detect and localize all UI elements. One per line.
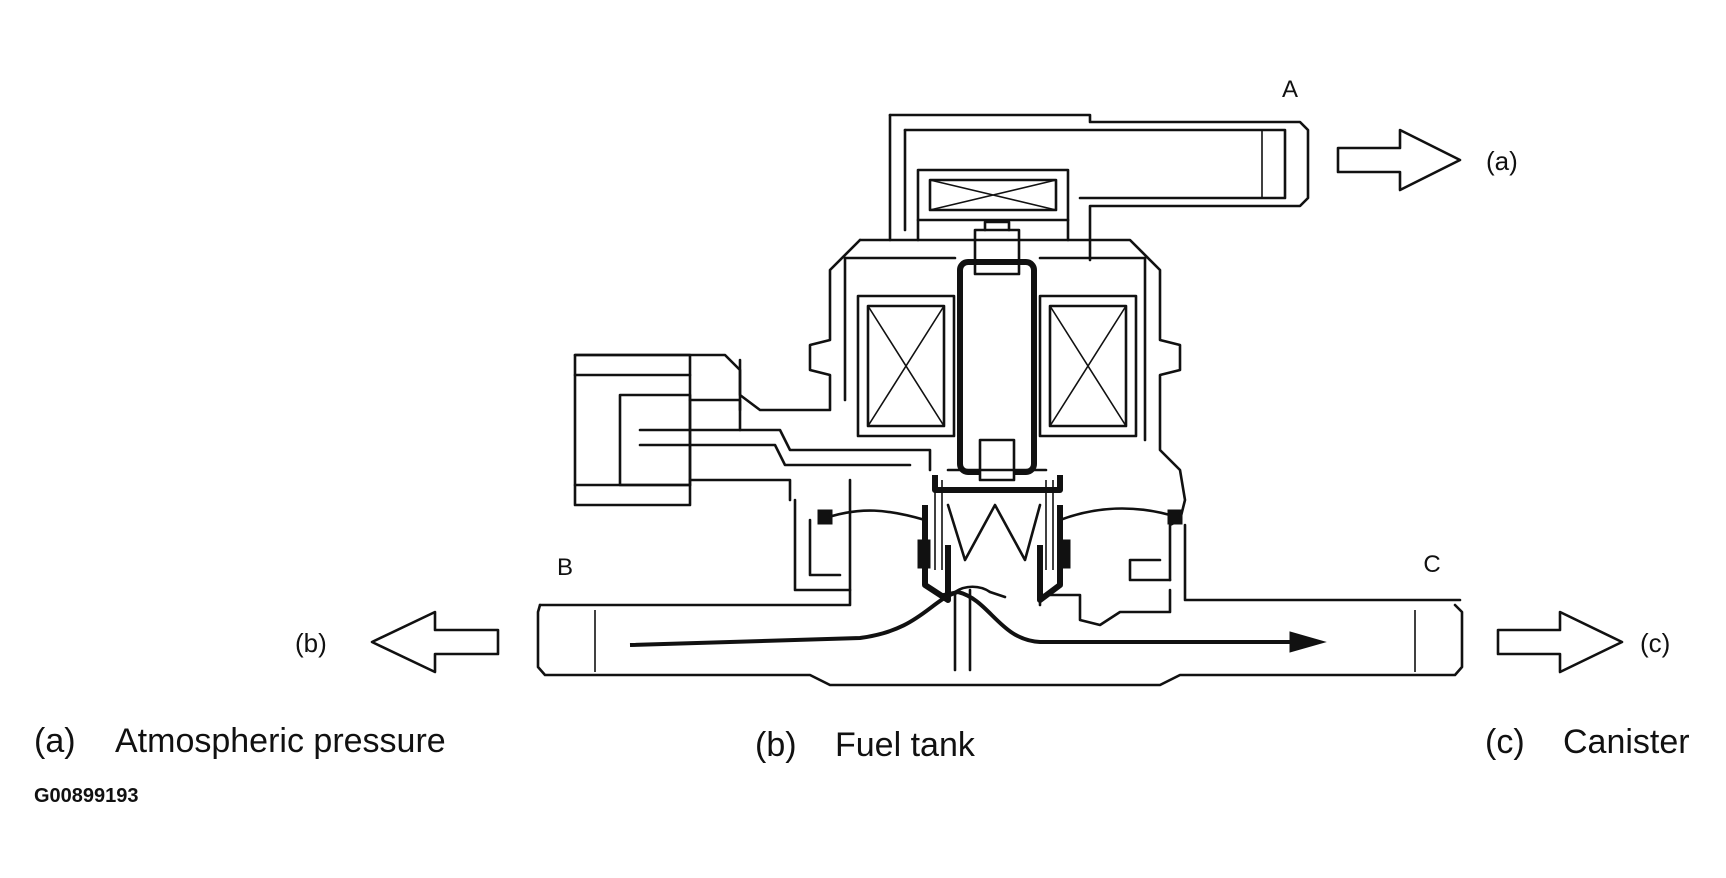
legend-key-c: (c) — [1485, 723, 1525, 761]
internal-flow-arrow — [629, 590, 1327, 653]
flow-arrow-c — [1496, 610, 1624, 674]
flow-label-c: (c) — [1640, 628, 1670, 658]
port-label-b: B — [557, 554, 573, 581]
lower-chamber — [538, 478, 1462, 627]
legend-key-a: (a) — [34, 722, 76, 760]
flow-label-a: (a) — [1486, 146, 1518, 176]
valve-body — [536, 113, 1464, 687]
port-label-a: A — [1282, 76, 1298, 103]
legend-label-b: Fuel tank — [835, 726, 976, 764]
legend-key-b: (b) — [755, 726, 797, 764]
legend-label-a: Atmospheric pressure — [115, 722, 446, 760]
plunger — [932, 220, 1063, 493]
flow-pipe — [536, 588, 1464, 687]
flow-arrow-a — [1336, 128, 1462, 192]
port-label-c: C — [1423, 551, 1440, 578]
flow-arrow-b — [370, 610, 500, 674]
port-a-pipe — [888, 113, 1310, 262]
diaphragm — [817, 480, 1183, 603]
legend-label-c: Canister — [1563, 723, 1690, 761]
main-coil-right — [1038, 294, 1138, 438]
figure-code: G00899193 — [34, 785, 139, 807]
legend: (a) Atmospheric pressure (b) Fuel tank (… — [34, 722, 1690, 764]
electrical-connector — [573, 353, 932, 507]
upper-coil — [916, 168, 1070, 242]
main-coil-left — [856, 294, 956, 438]
flow-label-b: (b) — [295, 628, 327, 658]
